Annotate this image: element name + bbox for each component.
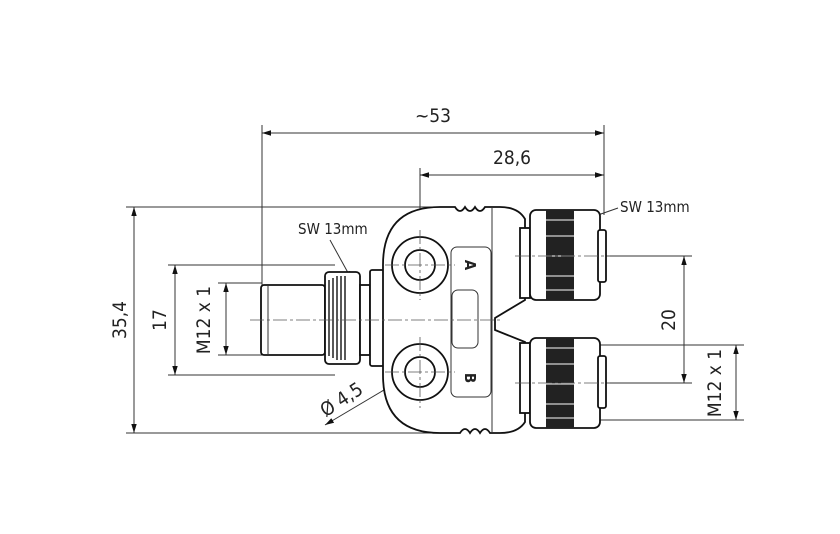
dim-overall-height: 35,4 xyxy=(109,301,131,339)
dim-overall-length: ~53 xyxy=(415,105,451,127)
knurled-nut-left xyxy=(324,271,361,365)
wrench-size-right: SW 13mm xyxy=(620,198,690,216)
dim-port-spacing: 20 xyxy=(658,309,680,331)
port-label-b: B xyxy=(461,373,479,383)
dim-right-thread: M12 x 1 xyxy=(704,349,726,417)
port-label-a: A xyxy=(461,260,479,271)
dim-offset-length: 28,6 xyxy=(493,147,531,169)
wrench-size-left: SW 13mm xyxy=(298,220,368,238)
center-lines xyxy=(250,230,610,408)
dim-left-thread: M12 x 1 xyxy=(193,286,215,354)
dim-left-height: 17 xyxy=(149,309,171,331)
right-connector-a xyxy=(519,209,607,301)
left-connector xyxy=(260,269,385,367)
